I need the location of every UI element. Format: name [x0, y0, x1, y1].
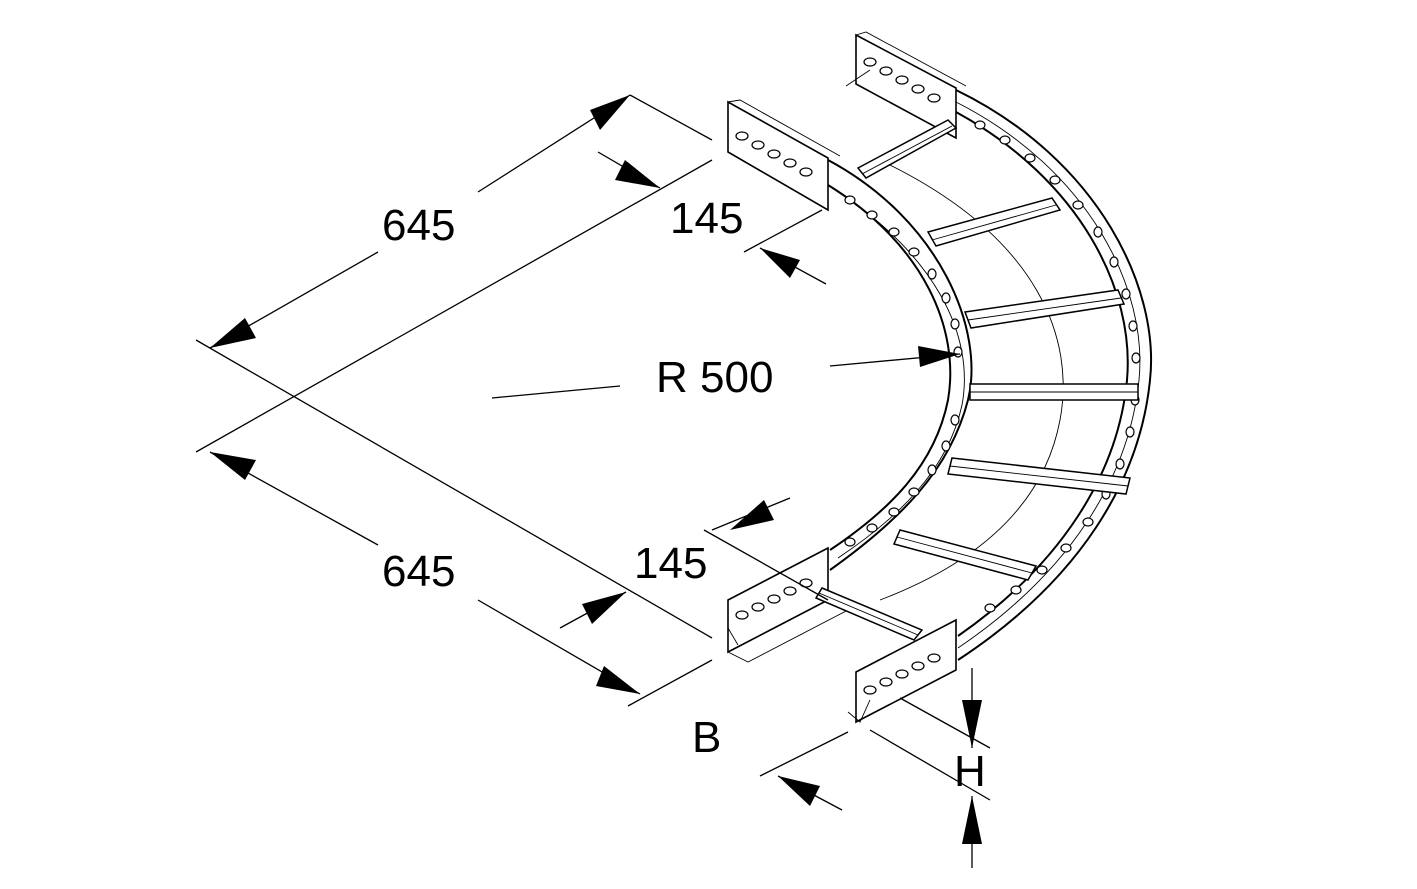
outer-rail-outer-edge: [955, 89, 1152, 661]
dim-height-h: H: [954, 747, 986, 796]
dim-145-bottom: 145: [634, 539, 707, 588]
inner-rail-perforations: [735, 131, 963, 620]
dim-645-bottom: 645: [382, 547, 455, 596]
dim-645-top: 645: [382, 201, 455, 250]
dim-145-top: 145: [670, 194, 743, 243]
outer-rail-entry-top: [855, 33, 957, 140]
inner-rail-outer-edge: [827, 159, 973, 571]
rung-1: [856, 119, 958, 179]
rungs: [814, 119, 1139, 641]
dim-radius: R 500: [656, 353, 773, 402]
dim-width-b: B: [692, 713, 721, 762]
ladder-bend: [727, 31, 1152, 724]
outer-rail-inner-edge: [955, 111, 1129, 637]
inner-rail-inner-edge: [827, 184, 952, 551]
dimensions: [195, 94, 991, 868]
rung-2: [926, 197, 1062, 247]
